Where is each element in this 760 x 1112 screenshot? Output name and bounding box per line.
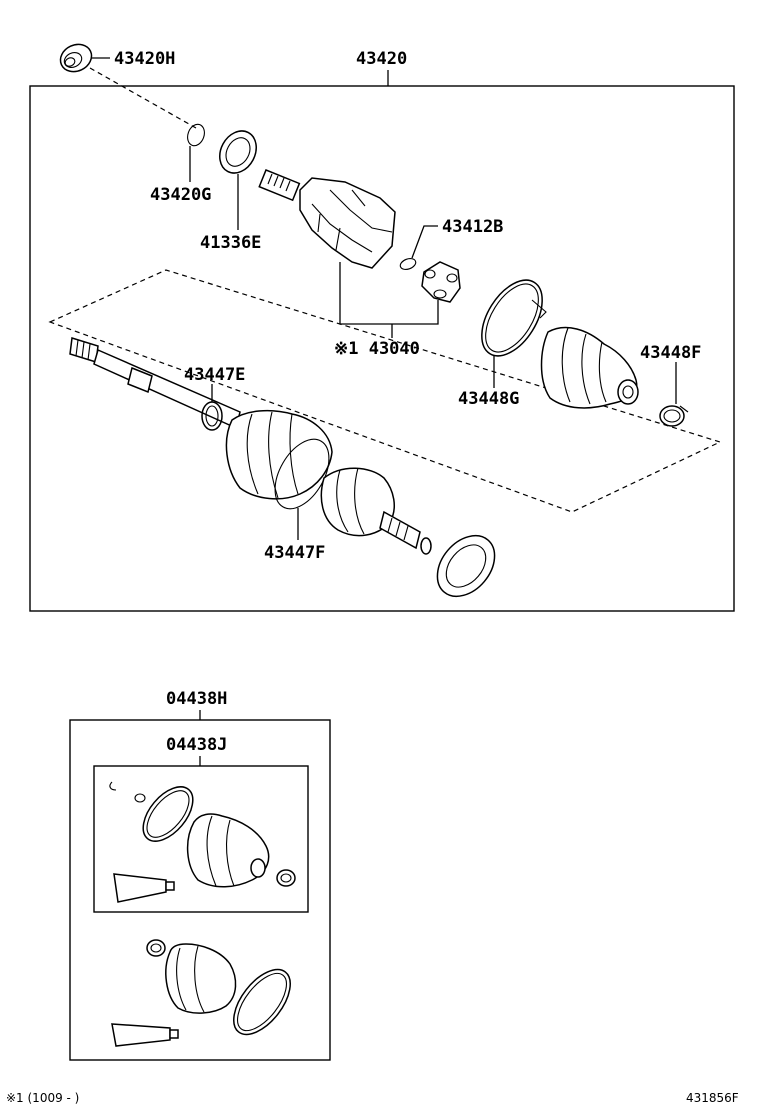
snap-ring-43412B-icon (399, 258, 417, 270)
label-43040: ※1 43040 (334, 339, 420, 359)
outboard-boot-icon (225, 409, 333, 510)
label-43447E: 43447E (184, 365, 245, 385)
clamp-43448G-icon (481, 279, 547, 357)
clamp-43448F-icon (659, 405, 689, 427)
kit-j-parts-icon (109, 781, 296, 903)
subassembly-outline (48, 269, 722, 513)
footnote-text: ※1 (1009 - ) (6, 1091, 79, 1105)
leader-43412B (411, 225, 438, 259)
tripod-joint-icon (421, 261, 461, 303)
outboard-cv-joint-icon (320, 467, 432, 555)
label-41336E: 41336E (200, 233, 261, 253)
hub-seal-icon (436, 534, 496, 598)
kit-h-parts-icon (111, 939, 291, 1047)
label-43448G: 43448G (458, 389, 519, 409)
kit-04438J-frame (93, 765, 309, 913)
snap-ring-43420G-icon (187, 123, 205, 147)
label-43447F: 43447F (264, 543, 325, 563)
label-43412B: 43412B (442, 217, 503, 237)
label-43420: 43420 (356, 49, 407, 69)
label-43420G: 43420G (150, 185, 211, 205)
outboard-joint-housing-icon (258, 169, 396, 269)
label-43448F: 43448F (640, 343, 701, 363)
label-43420H: 43420H (114, 49, 175, 69)
washer-41336E-icon (219, 130, 257, 174)
kit-04438H-frame (69, 719, 331, 1061)
inboard-boot-icon (540, 326, 639, 409)
seal-43420H-icon (59, 43, 93, 73)
leader-43040 (339, 262, 439, 325)
assembly-43420-frame (29, 85, 735, 612)
label-04438H: 04438H (166, 689, 227, 709)
label-04438J: 04438J (166, 735, 227, 755)
leader-43420H-dashed (89, 67, 197, 129)
figure-code: 431856F (686, 1091, 739, 1105)
